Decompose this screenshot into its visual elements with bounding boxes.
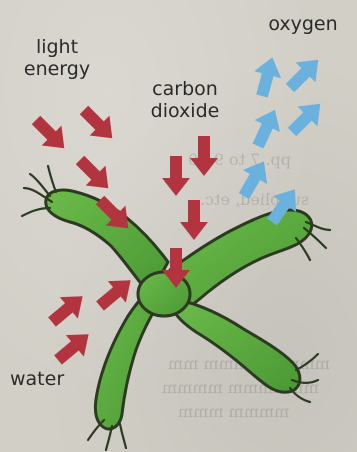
arrow-icon bbox=[248, 54, 285, 100]
arrow-icon bbox=[26, 110, 74, 158]
arrow-icon bbox=[49, 324, 98, 371]
arrow-icon bbox=[282, 94, 330, 142]
label-water: water bbox=[10, 368, 70, 390]
arrow-icon bbox=[232, 154, 276, 203]
oxygen-arrows bbox=[232, 50, 330, 230]
arrow-icon bbox=[190, 136, 218, 176]
arrow-icon bbox=[162, 156, 190, 196]
label-carbon-dioxide: carbon dioxide bbox=[135, 78, 235, 122]
arrow-icon bbox=[180, 200, 208, 240]
label-oxygen: oxygen bbox=[258, 13, 348, 35]
arrow-icon bbox=[43, 286, 92, 333]
arrow-icon bbox=[245, 104, 287, 152]
arrow-icon bbox=[74, 100, 122, 148]
arrow-icon bbox=[280, 50, 328, 98]
label-light-energy: light energy bbox=[12, 36, 102, 80]
